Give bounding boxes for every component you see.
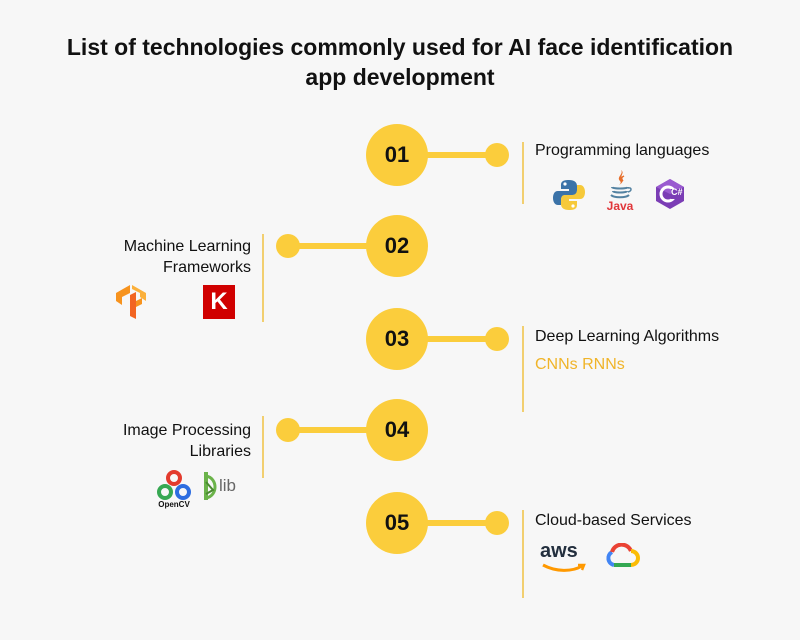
step-label-05: Cloud-based Services: [535, 512, 692, 529]
step-label-04: Image Processing Libraries: [60, 420, 251, 462]
aws-icon-text: aws: [540, 540, 578, 562]
connector-bar-03: [420, 336, 500, 342]
dlib-icon-text: lib: [219, 476, 237, 495]
connector-bar-04: [290, 427, 380, 433]
step-circle-03: 03: [366, 308, 428, 370]
opencv-icon-text: OpenCV: [158, 500, 190, 509]
connector-bar-05: [420, 520, 500, 526]
step-number-03: 03: [384, 326, 410, 351]
divider-line-03: [522, 326, 524, 412]
keras-icon: K: [203, 285, 235, 319]
title-line-1: List of technologies commonly used for A…: [66, 34, 734, 60]
step-label-02-line-2: Frameworks: [162, 259, 251, 276]
python-icon: [552, 178, 586, 217]
keras-icon-text: K: [210, 288, 228, 315]
step-label-04-line-1: Image Processing: [122, 422, 251, 439]
step-number-01: 01: [384, 142, 410, 167]
title-line-2: app development: [305, 64, 495, 90]
csharp-icon: C#: [655, 178, 685, 215]
divider-line-02: [262, 234, 264, 322]
step-circle-01: 01: [366, 124, 428, 186]
connector-bar-01: [420, 152, 500, 158]
step-circle-05: 05: [366, 492, 428, 554]
opencv-icon: OpenCV: [156, 470, 192, 512]
page-title: List of technologies commonly used for A…: [0, 32, 800, 92]
csharp-icon-text: C#: [671, 187, 683, 197]
divider-line-01: [522, 142, 524, 204]
divider-line-05: [522, 510, 524, 598]
tensorflow-icon: [112, 283, 150, 326]
step-number-02: 02: [384, 233, 410, 258]
java-icon: Java: [604, 168, 636, 214]
divider-line-04: [262, 416, 264, 478]
step-circle-04: 04: [366, 399, 428, 461]
step-label-03: Deep Learning Algorithms: [535, 328, 720, 345]
step-label-04-line-2: Libraries: [189, 443, 251, 460]
connector-dot-04: [276, 418, 300, 442]
step-number-04: 04: [384, 417, 410, 442]
step-number-05: 05: [384, 510, 410, 535]
google-cloud-icon: [604, 542, 640, 576]
step-sub-03: CNNs RNNs: [535, 356, 625, 373]
step-label-01: Programming languages: [535, 142, 710, 159]
java-icon-text: Java: [606, 199, 634, 213]
step-circle-02: 02: [366, 215, 428, 277]
step-label-02-line-1: Machine Learning: [123, 238, 251, 255]
connector-dot-01: [485, 143, 509, 167]
connector-dot-05: [485, 511, 509, 535]
dlib-icon: lib: [202, 470, 248, 502]
step-label-02: Machine Learning Frameworks: [60, 236, 251, 278]
aws-icon: aws: [540, 540, 588, 576]
connector-bar-02: [290, 243, 380, 249]
connector-dot-03: [485, 327, 509, 351]
connector-dot-02: [276, 234, 300, 258]
